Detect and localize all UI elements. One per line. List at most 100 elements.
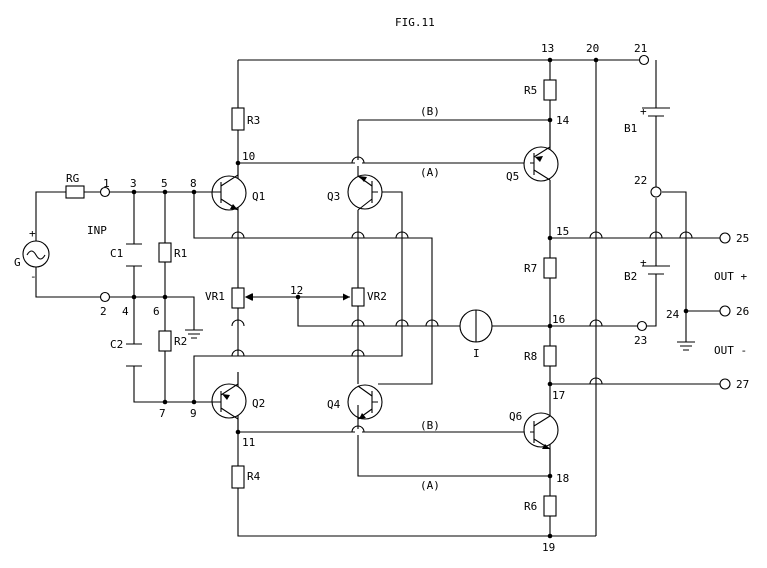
node-label: 14 (556, 114, 570, 127)
output-label: OUT + (714, 270, 747, 283)
component-label: R5 (524, 84, 537, 97)
node-label: 9 (190, 407, 197, 420)
node-label: 11 (242, 436, 255, 449)
batteries (642, 107, 670, 282)
component-label: Q4 (327, 398, 341, 411)
component-label: R3 (247, 114, 260, 127)
wire-label: (B) (420, 419, 440, 432)
transistor-q5 (523, 120, 559, 182)
wire-label: (A) (420, 166, 440, 179)
component-label: G (14, 256, 21, 269)
terminals (99, 54, 731, 390)
component-label: R6 (524, 500, 537, 513)
node-label: 17 (552, 389, 565, 402)
component-label: R2 (174, 335, 187, 348)
node-label: 16 (552, 313, 565, 326)
component-label: Q5 (506, 170, 519, 183)
potentiometer-vr2 (351, 287, 365, 307)
component-label: Q3 (327, 190, 340, 203)
potentiometer-vr1 (231, 287, 245, 309)
terminal-2 (99, 291, 111, 303)
polarity-mark: + (640, 105, 647, 118)
resistor-r5 (543, 79, 557, 101)
component-label: R7 (524, 262, 537, 275)
resistor-r7 (543, 257, 557, 279)
component-label: I (473, 347, 480, 360)
node-label: 20 (586, 42, 599, 55)
terminal-23 (636, 320, 648, 332)
resistor-r6 (543, 495, 557, 517)
node-label: 22 (634, 174, 647, 187)
node-label: 10 (242, 150, 255, 163)
labels: FIG.11 1 2 3 4 5 6 7 8 9 10 11 12 13 14 … (14, 16, 749, 554)
capacitor-c1 (126, 243, 142, 267)
polarity-mark: - (30, 270, 37, 283)
transistors (211, 120, 559, 476)
node-label: 13 (541, 42, 554, 55)
component-label: C1 (110, 247, 123, 260)
terminal-27 (719, 378, 731, 390)
node-label: 19 (542, 541, 555, 554)
ac-source-g (22, 240, 50, 268)
resistor-r2 (158, 330, 172, 352)
component-label: VR2 (367, 290, 387, 303)
node-label: 15 (556, 225, 569, 238)
component-label: R4 (247, 470, 261, 483)
resistor-r3 (231, 107, 245, 131)
terminal-25 (719, 232, 731, 244)
junctions (131, 57, 689, 539)
resistor-rg (65, 185, 85, 199)
node-label: 1 (103, 177, 110, 190)
component-label: R8 (524, 350, 537, 363)
terminal-1 (99, 186, 111, 198)
capacitor-c2 (126, 343, 142, 367)
wires (35, 59, 720, 537)
node-label: 6 (153, 305, 160, 318)
component-label: Q2 (252, 397, 265, 410)
node-label: 25 (736, 232, 749, 245)
resistor-r4 (231, 465, 245, 489)
node-label: 23 (634, 334, 647, 347)
current-source-i (459, 309, 493, 343)
component-label: VR1 (205, 290, 225, 303)
polarity-mark: + (29, 227, 36, 240)
resistor-r8 (543, 345, 557, 367)
node-label: 27 (736, 378, 749, 391)
component-label: B1 (624, 122, 637, 135)
wire-label: (B) (420, 105, 440, 118)
component-label: C2 (110, 338, 123, 351)
output-label: OUT - (714, 344, 747, 357)
component-label: Q6 (509, 410, 522, 423)
transistor-q2 (211, 372, 247, 432)
capacitors (126, 243, 142, 367)
transistor-q1 (211, 163, 247, 211)
node-label: 26 (736, 305, 749, 318)
component-label: RG (66, 172, 79, 185)
transistor-q6 (523, 412, 559, 476)
node-label: 2 (100, 305, 107, 318)
component-label: R1 (174, 247, 187, 260)
wire-label: (A) (420, 479, 440, 492)
node-label: 3 (130, 177, 137, 190)
figure-title: FIG.11 (395, 16, 435, 29)
component-label: B2 (624, 270, 637, 283)
terminal-22 (650, 186, 662, 198)
terminal-26 (719, 305, 731, 317)
node-label: 8 (190, 177, 197, 190)
node-label: 18 (556, 472, 569, 485)
node-label: 21 (634, 42, 647, 55)
node-label: 24 (666, 308, 680, 321)
node-label: 7 (159, 407, 166, 420)
transistor-q3 (347, 174, 383, 211)
node-label: 4 (122, 305, 129, 318)
resistors (65, 79, 557, 517)
node-label: 12 (290, 284, 303, 297)
polarity-mark: + (640, 256, 647, 269)
resistor-r1 (158, 242, 172, 263)
transistor-q4 (347, 384, 383, 421)
node-label: 5 (161, 177, 168, 190)
component-label: INP (87, 224, 107, 237)
crossover-hops (231, 156, 693, 433)
